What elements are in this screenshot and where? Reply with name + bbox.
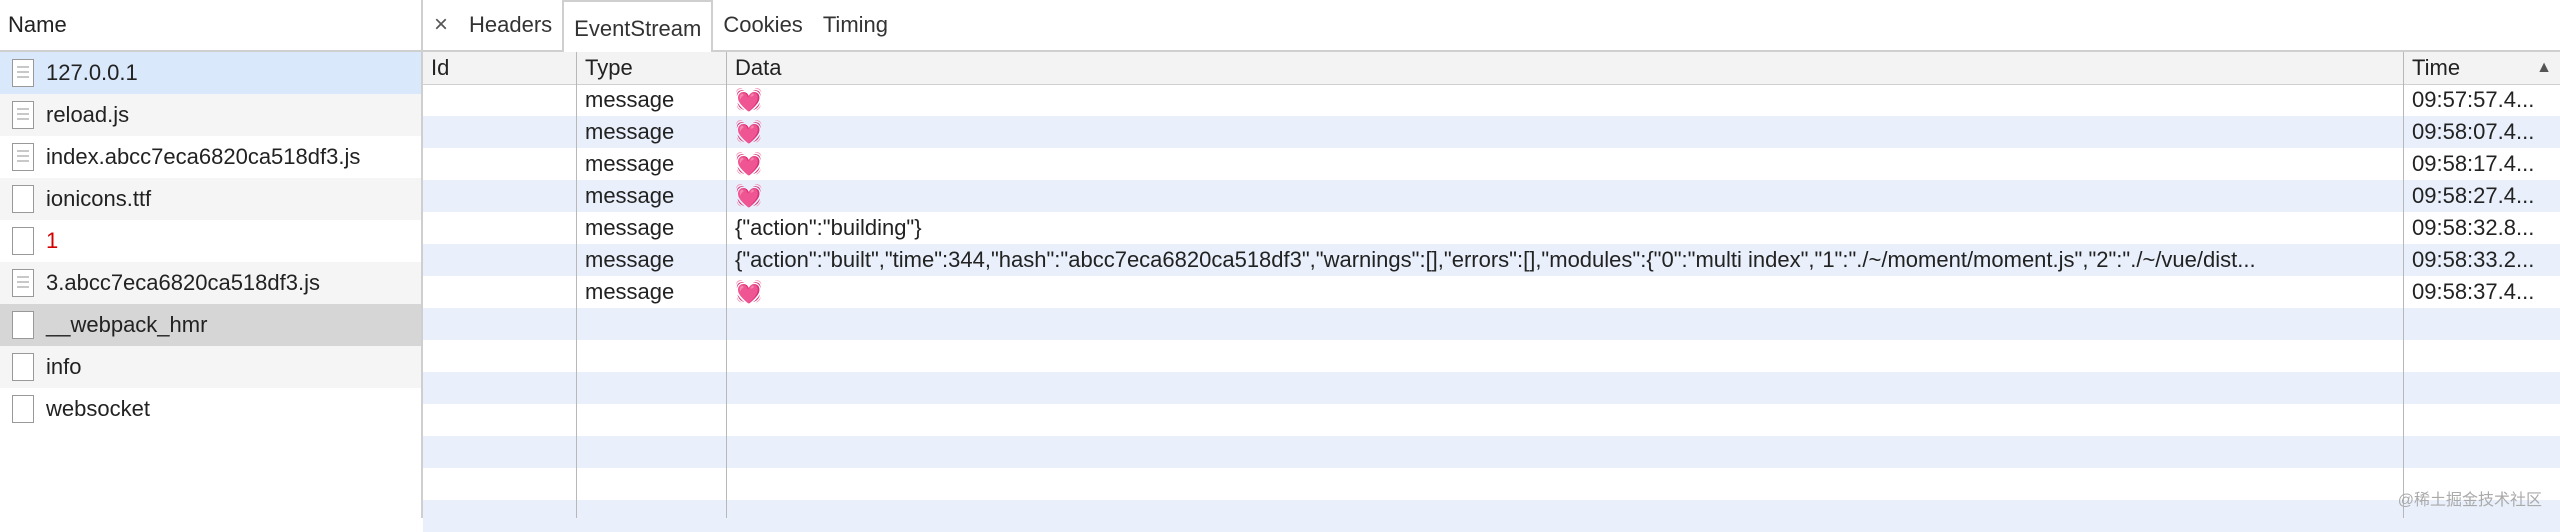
column-divider[interactable]	[576, 52, 577, 518]
request-name: websocket	[46, 396, 150, 421]
cell-time: 09:58:37.4...	[2412, 279, 2535, 304]
table-row-stripe	[423, 372, 2560, 404]
cell-type: message	[585, 279, 675, 304]
cell-time: 09:58:32.8...	[2412, 215, 2535, 240]
cell-time: 09:58:17.4...	[2412, 151, 2535, 176]
cell-id	[423, 148, 577, 180]
request-item-1[interactable]: 1	[0, 220, 421, 262]
tab-eventstream[interactable]: EventStream	[562, 0, 714, 52]
table-row[interactable]: message 💓 09:58:07.4...	[423, 116, 2560, 148]
table-row[interactable]: message 💓 09:58:27.4...	[423, 180, 2560, 212]
cell-data: 💓	[727, 116, 2404, 148]
request-name: reload.js	[46, 102, 130, 127]
cell-data: 💓	[727, 84, 2404, 116]
request-list: 127.0.0.1 reload.js index.abcc7eca6820ca…	[0, 52, 421, 430]
table-row[interactable]: message {"action":"built","time":344,"ha…	[423, 244, 2560, 276]
sort-ascending-icon[interactable]: ▲	[2536, 59, 2552, 76]
cell-type: message	[585, 215, 675, 240]
cell-type: message	[585, 87, 675, 112]
request-item-reload-js[interactable]: reload.js	[0, 94, 421, 136]
request-detail-panel: × Headers EventStream Cookies Timing Id …	[423, 0, 2560, 532]
request-item-info[interactable]: info	[0, 346, 421, 388]
cell-id	[423, 276, 577, 308]
table-row[interactable]: message {"action":"building"} 09:58:32.8…	[423, 212, 2560, 244]
document-icon	[12, 395, 34, 423]
heart-icon: 💓	[735, 87, 763, 112]
tab-cookies[interactable]: Cookies	[723, 12, 803, 37]
document-icon	[12, 101, 34, 129]
request-name: ionicons.ttf	[46, 186, 152, 211]
request-name: info	[46, 354, 82, 379]
cell-time: 09:57:57.4...	[2412, 87, 2535, 112]
heart-icon: 💓	[735, 151, 763, 176]
cell-id	[423, 180, 577, 212]
cell-time: 09:58:27.4...	[2412, 183, 2535, 208]
cell-data: 💓	[727, 148, 2404, 180]
document-icon	[12, 269, 34, 297]
tab-headers[interactable]: Headers	[469, 12, 553, 37]
document-icon	[12, 143, 34, 171]
heart-icon: 💓	[735, 119, 763, 144]
request-name: index.abcc7eca6820ca518df3.js	[46, 144, 361, 169]
column-header-data[interactable]: Data	[735, 55, 782, 80]
cell-id	[423, 212, 577, 244]
request-item-index-js[interactable]: index.abcc7eca6820ca518df3.js	[0, 136, 421, 178]
table-row[interactable]: message 💓 09:57:57.4...	[423, 84, 2560, 116]
column-header-time[interactable]: Time ▲	[2404, 52, 2560, 84]
table-row-stripe	[423, 308, 2560, 340]
request-name: 127.0.0.1	[46, 60, 138, 85]
cell-time: 09:58:33.2...	[2412, 247, 2535, 272]
heart-icon: 💓	[735, 183, 763, 208]
cell-data: 💓	[727, 276, 2404, 308]
table-row[interactable]: message 💓 09:58:17.4...	[423, 148, 2560, 180]
eventstream-table: Id Type Data Time ▲ message 💓 09:57:57.4…	[423, 52, 2560, 532]
table-header: Id Type Data Time ▲	[423, 52, 2560, 85]
heart-icon: 💓	[735, 279, 763, 304]
document-icon	[12, 227, 34, 255]
cell-type: message	[585, 247, 675, 272]
column-header-time-label: Time	[2412, 55, 2461, 80]
document-icon	[12, 311, 34, 339]
request-item-ionicons-ttf[interactable]: ionicons.ttf	[0, 178, 421, 220]
column-header-type[interactable]: Type	[585, 55, 633, 80]
request-list-panel: Name 127.0.0.1 reload.js index.abcc7eca6…	[0, 0, 423, 518]
table-row-stripe	[423, 436, 2560, 468]
request-name: 3.abcc7eca6820ca518df3.js	[46, 270, 320, 295]
request-item-webpack-hmr[interactable]: __webpack_hmr	[0, 304, 421, 346]
cell-type: message	[585, 183, 675, 208]
request-item-127-0-0-1[interactable]: 127.0.0.1	[0, 52, 421, 94]
cell-id	[423, 244, 577, 276]
column-header-id[interactable]: Id	[431, 55, 450, 80]
request-item-websocket[interactable]: websocket	[0, 388, 421, 430]
cell-id	[423, 84, 577, 116]
request-name: __webpack_hmr	[46, 312, 208, 337]
tab-timing[interactable]: Timing	[822, 12, 889, 37]
cell-time: 09:58:07.4...	[2412, 119, 2535, 144]
document-icon	[12, 59, 34, 87]
cell-data: 💓	[727, 180, 2404, 212]
column-divider[interactable]	[2403, 52, 2404, 518]
detail-tab-bar: × Headers EventStream Cookies Timing	[423, 0, 2560, 52]
cell-data: {"action":"building"}	[735, 215, 922, 240]
document-icon	[12, 353, 34, 381]
name-column-header[interactable]: Name	[0, 0, 421, 52]
document-icon	[12, 185, 34, 213]
request-name: 1	[46, 228, 59, 253]
column-divider[interactable]	[726, 52, 727, 518]
cell-type: message	[585, 119, 675, 144]
cell-id	[423, 116, 577, 148]
watermark: @稀土掘金技术社区	[2397, 492, 2542, 509]
cell-type: message	[585, 151, 675, 176]
table-row[interactable]: message 💓 09:58:37.4...	[423, 276, 2560, 308]
table-row-stripe	[423, 500, 2560, 532]
close-icon[interactable]: ×	[433, 11, 448, 38]
cell-data: {"action":"built","time":344,"hash":"abc…	[735, 247, 2256, 272]
request-item-3-js[interactable]: 3.abcc7eca6820ca518df3.js	[0, 262, 421, 304]
